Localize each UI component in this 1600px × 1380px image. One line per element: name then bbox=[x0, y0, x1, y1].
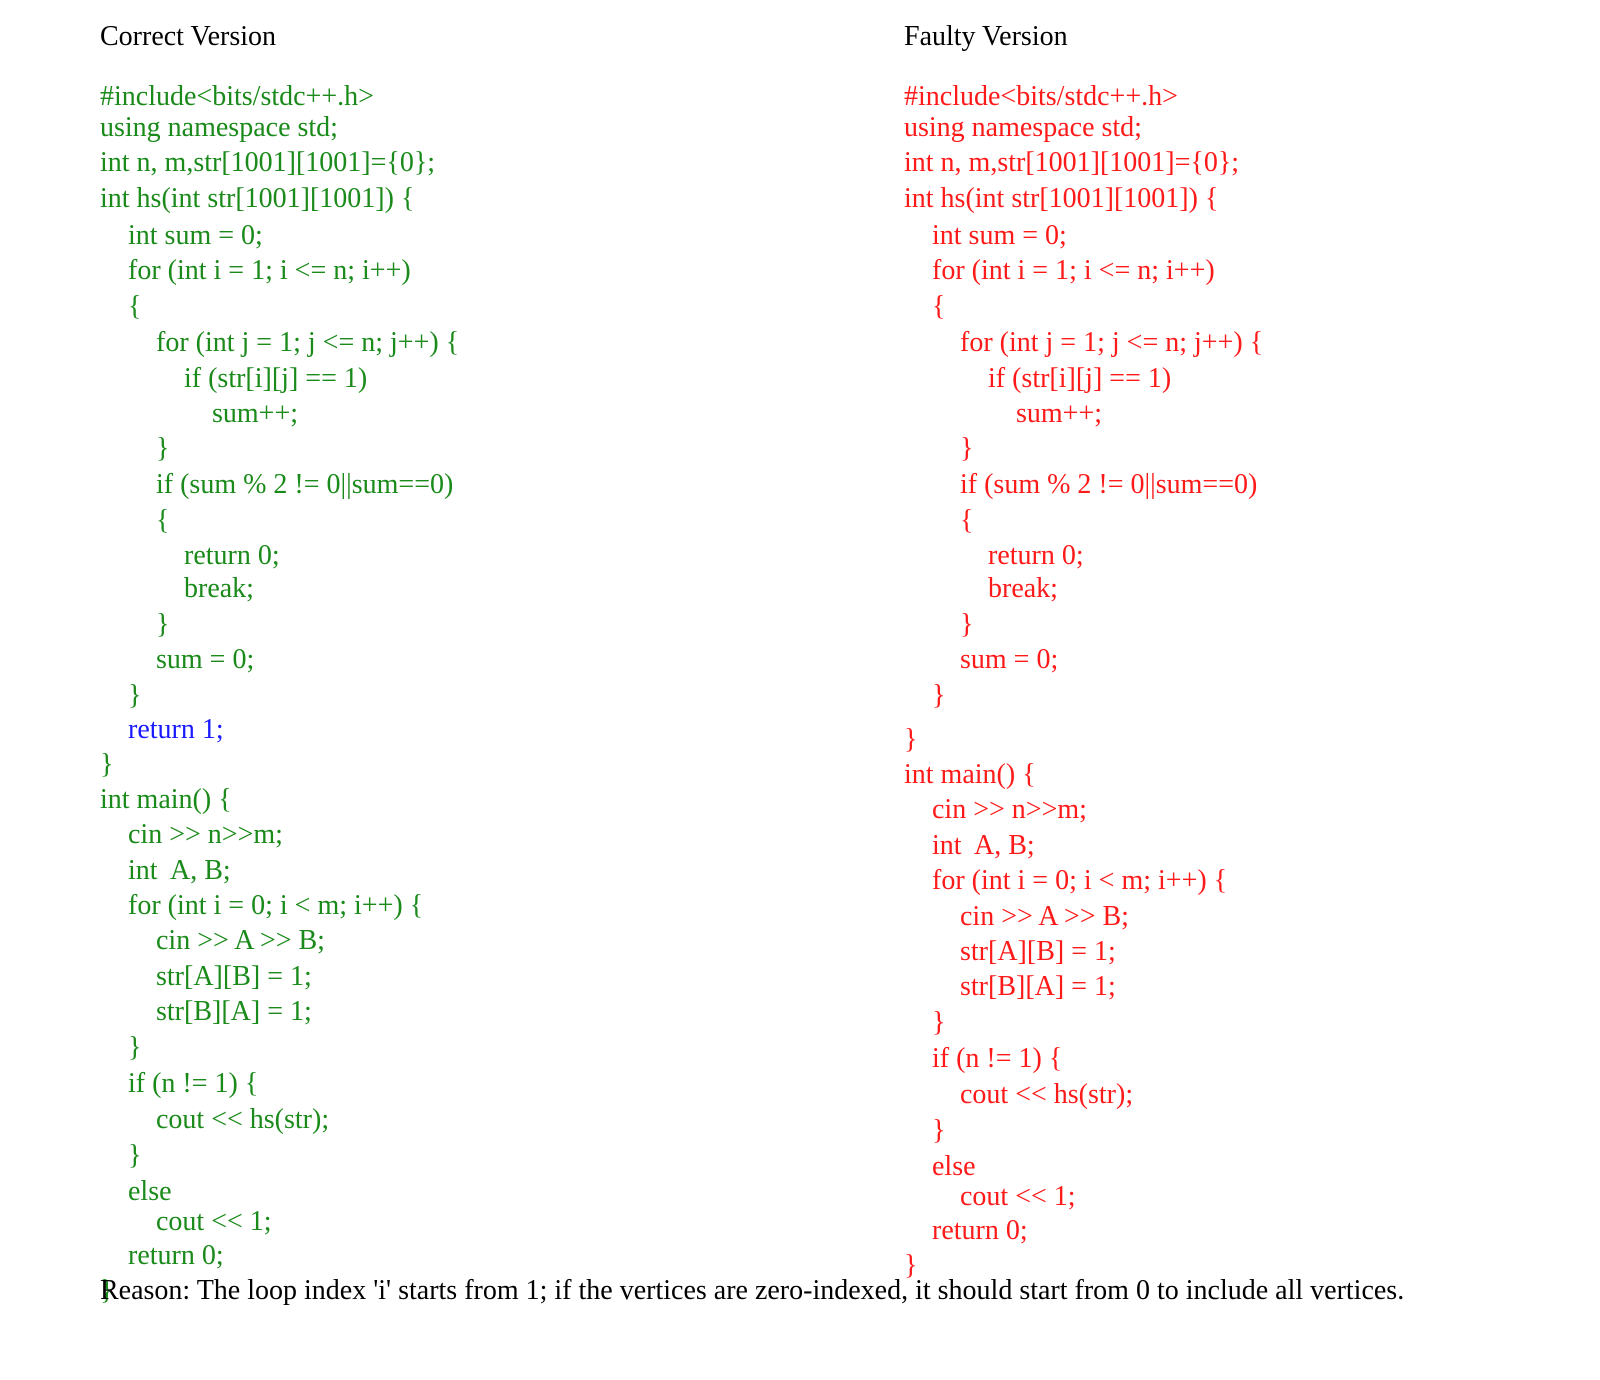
correct-code-line: cout << hs(str); bbox=[100, 1104, 330, 1135]
reason-text: Reason: The loop index 'i' starts from 1… bbox=[100, 1275, 1405, 1306]
faulty-version-title: Faulty Version bbox=[904, 21, 1068, 52]
faulty-code-line: sum++; bbox=[904, 398, 1103, 429]
faulty-code-line: sum = 0; bbox=[904, 644, 1059, 675]
faulty-code-line: int hs(int str[1001][1001]) { bbox=[904, 183, 1219, 214]
faulty-code-line: } bbox=[904, 433, 974, 464]
faulty-code-line: if (n != 1) { bbox=[904, 1043, 1063, 1074]
faulty-code-line: return 0; bbox=[904, 540, 1084, 571]
faulty-code-line: int main() { bbox=[904, 759, 1036, 790]
correct-code-line: cin >> A >> B; bbox=[100, 925, 325, 956]
faulty-code-line: str[A][B] = 1; bbox=[904, 936, 1116, 967]
correct-code-line: } bbox=[100, 680, 142, 711]
faulty-code-line: #include<bits/stdc++.h> bbox=[904, 81, 1178, 112]
faulty-code-line: } bbox=[904, 1007, 946, 1038]
faulty-code-line: for (int i = 0; i < m; i++) { bbox=[904, 865, 1228, 896]
correct-code-line: { bbox=[100, 505, 170, 536]
correct-code-line: } bbox=[100, 1032, 142, 1063]
correct-code-line: int A, B; bbox=[100, 855, 231, 886]
correct-code-line: using namespace std; bbox=[100, 112, 338, 143]
faulty-code-line: else bbox=[904, 1151, 976, 1182]
faulty-code-line: using namespace std; bbox=[904, 112, 1142, 143]
correct-code-line: for (int j = 1; j <= n; j++) { bbox=[100, 327, 460, 358]
correct-code-line: cout << 1; bbox=[100, 1206, 272, 1237]
correct-code-line: int sum = 0; bbox=[100, 220, 263, 251]
correct-code-line: cin >> n>>m; bbox=[100, 819, 283, 850]
correct-code-line: int n, m,str[1001][1001]={0}; bbox=[100, 147, 436, 178]
faulty-code-line: } bbox=[904, 1250, 918, 1281]
faulty-code-line: cin >> n>>m; bbox=[904, 794, 1087, 825]
correct-code-line: if (n != 1) { bbox=[100, 1068, 259, 1099]
correct-code-line: str[A][B] = 1; bbox=[100, 961, 312, 992]
correct-code-line: else bbox=[100, 1176, 172, 1207]
correct-code-line: { bbox=[100, 291, 142, 322]
correct-code-line: for (int i = 0; i < m; i++) { bbox=[100, 890, 424, 921]
correct-code-line: return 1; bbox=[100, 714, 224, 745]
faulty-code-line: str[B][A] = 1; bbox=[904, 971, 1116, 1002]
correct-code-line: return 0; bbox=[100, 540, 280, 571]
correct-version-title: Correct Version bbox=[100, 21, 276, 52]
faulty-code-line: if (sum % 2 != 0||sum==0) bbox=[904, 469, 1258, 500]
correct-code-line: } bbox=[100, 1140, 142, 1171]
faulty-code-line: { bbox=[904, 505, 974, 536]
faulty-code-line: cin >> A >> B; bbox=[904, 901, 1129, 932]
faulty-code-line: } bbox=[904, 609, 974, 640]
correct-code-line: str[B][A] = 1; bbox=[100, 996, 312, 1027]
faulty-code-line: } bbox=[904, 1115, 946, 1146]
correct-code-line: break; bbox=[100, 573, 254, 604]
faulty-code-line: if (str[i][j] == 1) bbox=[904, 363, 1172, 394]
correct-code-line: if (sum % 2 != 0||sum==0) bbox=[100, 469, 454, 500]
correct-code-line: int main() { bbox=[100, 784, 232, 815]
correct-code-line: return 0; bbox=[100, 1240, 224, 1271]
faulty-code-line: int n, m,str[1001][1001]={0}; bbox=[904, 147, 1240, 178]
faulty-code-line: { bbox=[904, 291, 946, 322]
correct-code-line: #include<bits/stdc++.h> bbox=[100, 81, 374, 112]
correct-code-line: } bbox=[100, 749, 114, 780]
correct-code-line: } bbox=[100, 1275, 114, 1306]
correct-code-line: sum = 0; bbox=[100, 644, 255, 675]
faulty-code-line: for (int j = 1; j <= n; j++) { bbox=[904, 327, 1264, 358]
correct-code-line: sum++; bbox=[100, 398, 299, 429]
correct-code-line: if (str[i][j] == 1) bbox=[100, 363, 368, 394]
correct-code-line: for (int i = 1; i <= n; i++) bbox=[100, 255, 411, 286]
faulty-code-line: } bbox=[904, 724, 918, 755]
correct-code-line: } bbox=[100, 609, 170, 640]
correct-code-line: int hs(int str[1001][1001]) { bbox=[100, 183, 415, 214]
faulty-code-line: int sum = 0; bbox=[904, 220, 1067, 251]
faulty-code-line: cout << hs(str); bbox=[904, 1079, 1134, 1110]
correct-code-line: } bbox=[100, 433, 170, 464]
faulty-code-line: break; bbox=[904, 573, 1058, 604]
faulty-code-line: } bbox=[904, 680, 946, 711]
faulty-code-line: cout << 1; bbox=[904, 1181, 1076, 1212]
faulty-code-line: int A, B; bbox=[904, 830, 1035, 861]
faulty-code-line: return 0; bbox=[904, 1215, 1028, 1246]
faulty-code-line: for (int i = 1; i <= n; i++) bbox=[904, 255, 1215, 286]
